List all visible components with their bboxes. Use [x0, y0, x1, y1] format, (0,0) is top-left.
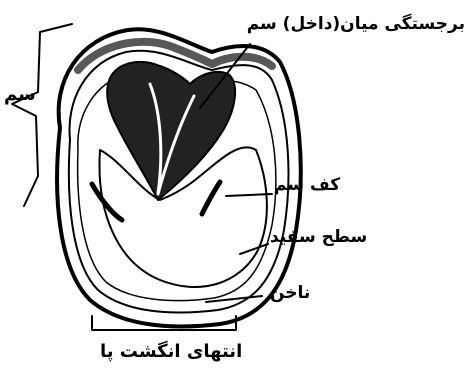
sole-label: کف سم: [274, 175, 340, 195]
wall-label: ناخن: [270, 283, 310, 303]
frog-label: برجستگی میان(داخل) سم: [247, 14, 465, 34]
leader-sole: [226, 194, 272, 196]
hoof-label: سم: [4, 84, 36, 105]
frog: [107, 62, 235, 200]
leader-wall: [206, 296, 262, 302]
bar-right: [202, 182, 220, 214]
toe-label: انتهای انگشت پا: [100, 341, 242, 362]
white-line-label: سطح سفید: [270, 227, 367, 247]
bracket-hoof: [12, 24, 72, 206]
